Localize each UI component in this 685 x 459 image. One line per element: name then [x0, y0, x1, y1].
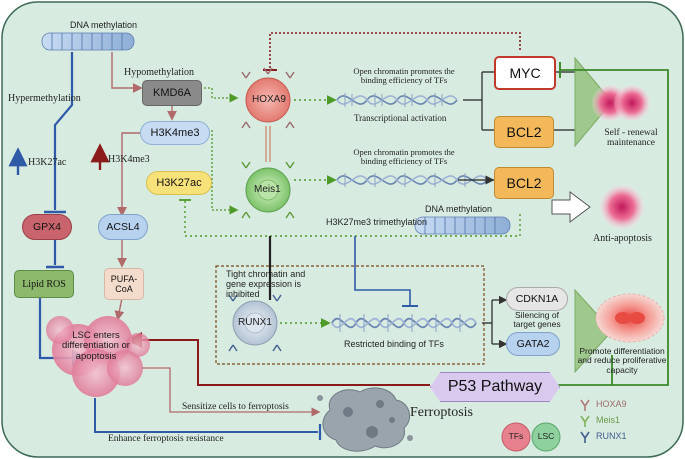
hypomethylation-arrow: [111, 52, 143, 93]
tight-chromatin-line1: Tight chromatin and: [226, 269, 306, 279]
h3k4me3-box: H3K4me3: [140, 121, 210, 145]
legend-hoxa9-label: HOXA9: [596, 399, 627, 409]
runx1-label: RUNX1: [238, 317, 272, 328]
lsc-cell-cluster: [46, 316, 150, 397]
legend-runx1-label: RUNX1: [596, 431, 627, 441]
enhance-label: Enhance ferroptosis resistance: [108, 434, 224, 444]
bcl2-mid-box: BCL2: [494, 167, 554, 199]
h3k27ac-to-meis1: [211, 130, 239, 215]
pufa-line1: PUFA-: [110, 274, 138, 284]
legend-meis1-glyph: [580, 415, 590, 427]
open-chromatin-2-line1: Open chromatin promotes the: [353, 147, 455, 157]
open-chromatin-1-text: Open chromatin promotes the binding effi…: [345, 66, 463, 86]
legend-lsc-circle: [531, 422, 561, 452]
hypermethylation-label: Hypermethylation: [8, 93, 81, 104]
dna-helix-open-1: [336, 93, 458, 107]
gata2-box: GATA2: [506, 332, 560, 356]
meis1-label: Meis1: [254, 184, 281, 195]
restricted-binding-label: Restricted binding of TFs: [344, 339, 444, 349]
kmd6a-to-hoxa9: [200, 87, 239, 103]
h3k4me3-to-acsl4: [117, 132, 140, 217]
anti-apoptosis-arrow: [551, 191, 591, 223]
gpx4-box: GPX4: [22, 214, 72, 240]
pufa-coa-box: PUFA- CoA: [104, 268, 144, 300]
self-renewal-line2: maintenance: [606, 138, 655, 149]
p53-to-lsc-arrow: [126, 332, 430, 386]
legend-runx1-glyph: [580, 431, 590, 443]
cdkn1a-box: CDKN1A: [506, 287, 568, 311]
open-chromatin-1-line1: Open chromatin promotes the: [353, 66, 455, 76]
open-chromatin-1-line2: binding efficiency of TFs: [360, 75, 448, 86]
ferroptosis-label: Ferroptosis: [410, 405, 473, 420]
myc-box: MYC: [494, 56, 556, 90]
legend-tfs-label: TFs: [508, 431, 524, 441]
lsc-enters-line1: LSC enters: [72, 330, 120, 341]
myc-feedback-dotted: [269, 32, 521, 70]
hypomethylation-label: Hypomethylation: [124, 67, 194, 78]
legend-tfs-circle: [501, 422, 531, 452]
self-renewal-cells: [592, 85, 650, 121]
p53-pathway-box: P53 Pathway: [430, 372, 560, 402]
acsl4-box: ACSL4: [98, 214, 148, 240]
anti-apoptosis-cell: [600, 185, 644, 229]
self-renewal-label: Self - renewal maintenance: [596, 128, 666, 149]
lipid-ros-box: Lipid ROS: [14, 270, 74, 298]
pufa-line2: CoA: [115, 284, 133, 294]
hoxa9-label: HOXA9: [252, 94, 286, 105]
dna-methylation-top-label: DNA methylation: [70, 20, 138, 30]
anti-apoptosis-label: Anti-apoptosis: [593, 233, 652, 244]
bcl2-top-box: BCL2: [494, 116, 554, 148]
self-renewal-line1: Self - renewal: [604, 128, 658, 138]
tight-chromatin-line3: inhibited: [226, 288, 260, 299]
runx1-cell-shape: [228, 294, 282, 352]
silencing-line2: target genes: [513, 319, 561, 330]
meis1-cell-shape: [241, 161, 295, 219]
promote-diff-line2: and reduce proliferative: [577, 355, 667, 366]
kmd6a-box: KMD6A: [142, 80, 202, 106]
sensitize-label: Sensitize cells to ferroptosis: [182, 402, 289, 412]
open-chromatin-2-text: Open chromatin promotes the binding effi…: [345, 147, 463, 167]
enhance-resistance-line: [94, 398, 318, 433]
dna-helix-open-2: [336, 173, 488, 187]
tight-chromatin-label: Tight chromatin and gene expression is i…: [226, 269, 306, 300]
legend-lsc-label: LSC: [537, 431, 555, 441]
promote-differentiation-label: Promote differentiation and reduce proli…: [568, 346, 676, 375]
silencing-label: Silencing of target genes: [502, 310, 572, 330]
hoxa9-cell-shape: [241, 67, 295, 129]
h3k4me3-arrow-label: H3K4me3: [108, 154, 150, 165]
ferroptosis-cell-shape: [317, 387, 413, 452]
lsc-enters-label: LSC enters differentiation or apoptosis: [56, 330, 136, 362]
dna-helix-restricted: [331, 314, 477, 332]
sensitize-arrow: [142, 367, 321, 417]
tight-chromatin-line2: gene expression is: [226, 278, 302, 289]
open-chromatin-2-line2: binding efficiency of TFs: [360, 156, 448, 167]
h3k27ac-arrow-label: H3K27ac: [28, 157, 67, 168]
h3k27me3-inhibition: [354, 236, 411, 306]
dna-methylation-mid-icon: [414, 216, 511, 235]
lsc-enters-line3: apoptosis: [75, 350, 117, 362]
differentiation-cell: [595, 293, 665, 343]
h3k27me3-label: H3K27me3 trimethylation: [326, 217, 428, 227]
lsc-enters-line2: differentiation or: [62, 340, 130, 352]
hypermethylation-arrow: [53, 52, 74, 210]
pufa-to-lsc: [114, 297, 125, 321]
promote-diff-line3: capacity: [606, 364, 638, 375]
h3k27ac-box: H3K27ac: [146, 171, 212, 195]
transcriptional-activation-label: Transcriptional activation: [354, 113, 447, 123]
dna-methylation-mid-label: DNA methylation: [425, 204, 493, 214]
bracket-myc-bcl2: [463, 71, 494, 131]
dna-methylation-top-icon: [41, 32, 135, 51]
differentiation-arrowhead: [574, 288, 613, 374]
h3k27me3-dotted: [184, 200, 521, 237]
runx1-panel-border: [215, 265, 485, 365]
legend-meis1-label: Meis1: [596, 415, 621, 425]
legend-hoxa9-glyph: [580, 399, 590, 411]
promote-diff-line1: Promote differentiation: [579, 346, 665, 356]
silencing-line1: Silencing of: [515, 310, 559, 320]
